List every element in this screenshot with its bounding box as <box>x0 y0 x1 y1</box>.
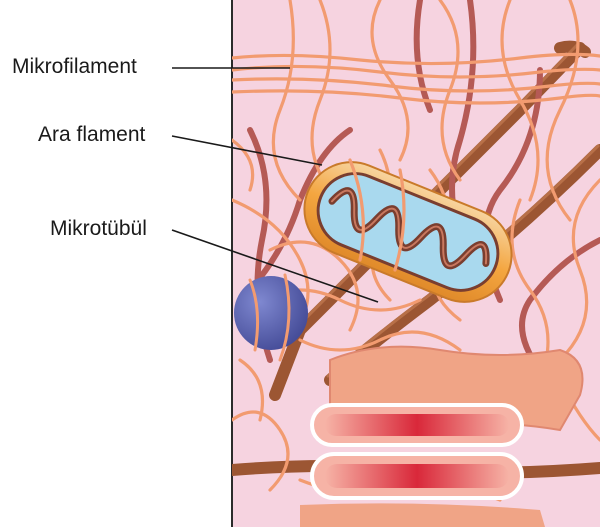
vesicle <box>234 276 308 350</box>
label-intermediate-filament: Ara flament <box>38 123 146 146</box>
leader-lines <box>171 67 379 303</box>
leader-line-microtubule <box>171 229 379 303</box>
leader-line-intermediate-filament <box>171 135 323 166</box>
golgi-apparatus <box>300 345 584 527</box>
label-microfilament: Mikrofilament <box>12 55 137 78</box>
label-microtubule: Mikrotübül <box>50 217 147 240</box>
microfilaments <box>232 0 600 502</box>
